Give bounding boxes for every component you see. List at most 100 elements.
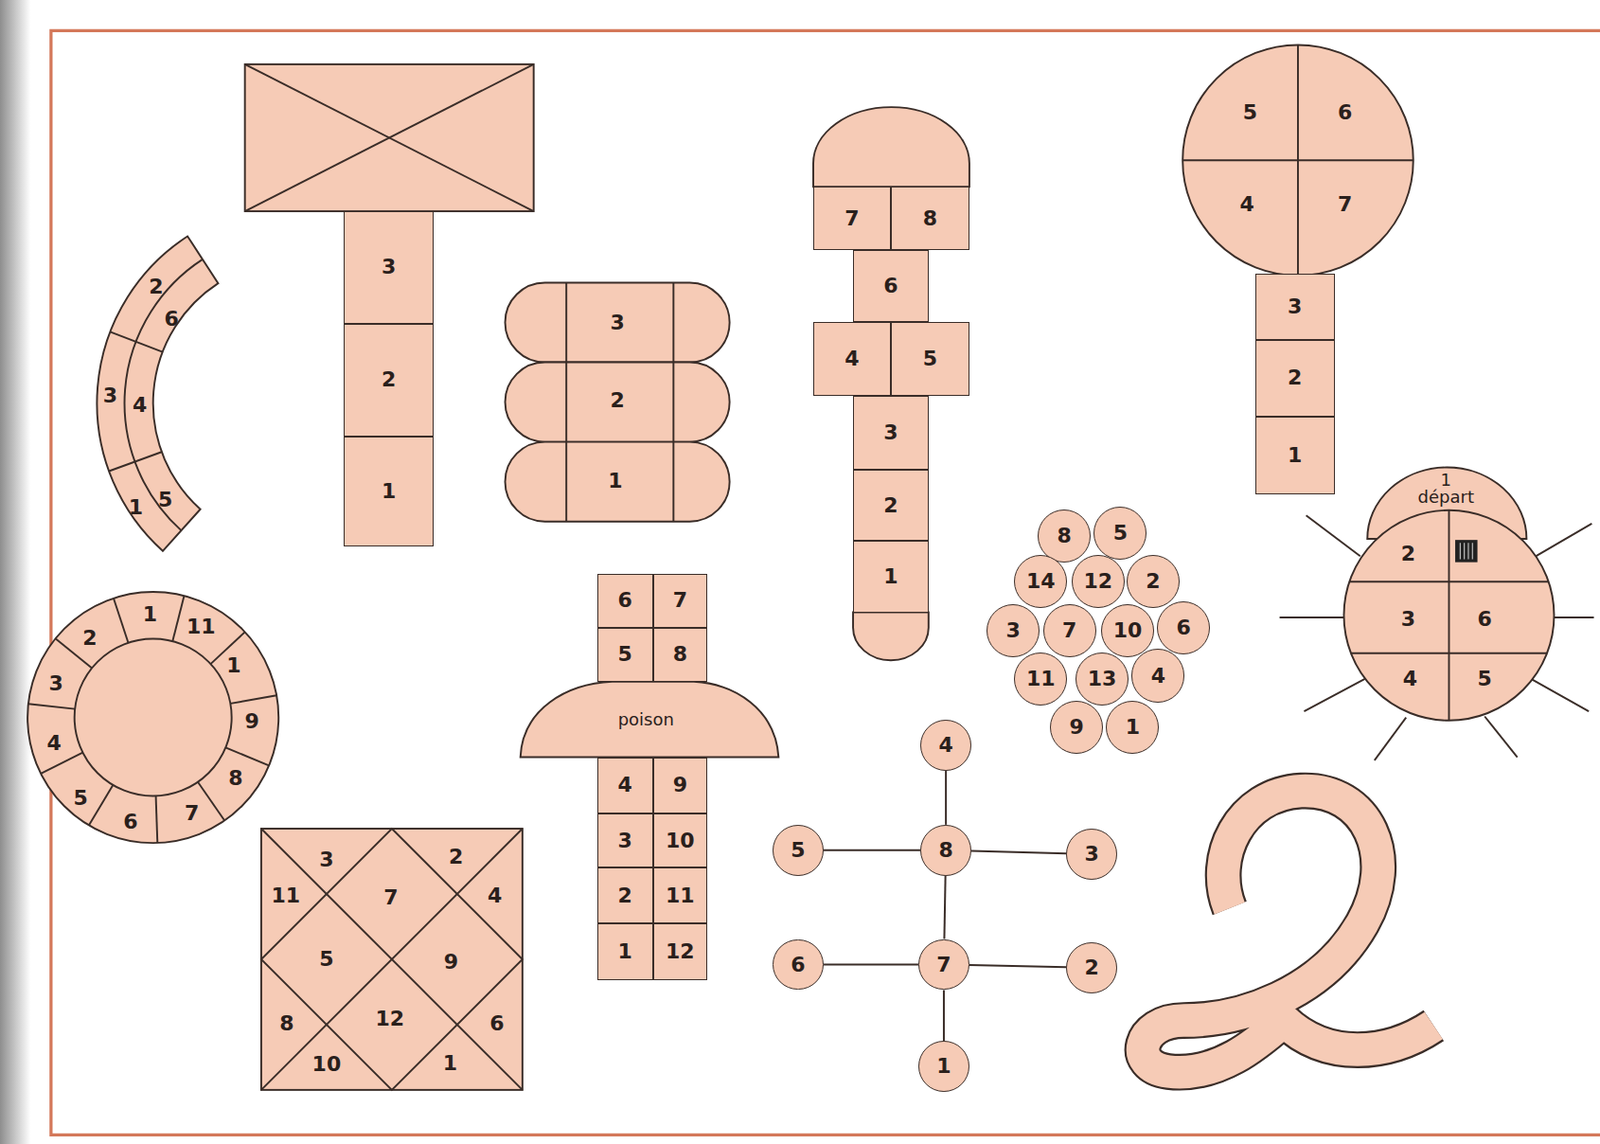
cell-number: 8 [279, 1013, 294, 1034]
cell-label: 2 [446, 845, 465, 869]
connector-line [944, 770, 947, 825]
cell-number: 10 [665, 830, 695, 852]
cell-number: 1 [936, 1055, 951, 1077]
cell-label: 2 [146, 275, 165, 299]
cell-number: 4 [938, 734, 953, 756]
cell-number: 4 [132, 394, 147, 416]
cell-label: 7 [381, 886, 400, 909]
connector-line [943, 875, 945, 940]
cell-label: 3 [607, 311, 626, 335]
cell-number: 6 [1477, 608, 1493, 630]
cell-number: 3 [103, 385, 118, 407]
cell-number: 5 [1243, 102, 1258, 124]
cell-label: 5 [1241, 101, 1260, 125]
hop-circle: 5 [1093, 506, 1147, 560]
hopscotch-cell: 2 [597, 867, 654, 924]
hopscotch-cell: 5 [890, 321, 970, 397]
hopscotch-cell: 3 [597, 813, 654, 868]
hopscotch-cell: 2 [853, 469, 929, 541]
connector-line [971, 851, 1067, 854]
cell-number: 3 [883, 422, 898, 444]
cell-label: 9 [243, 710, 262, 733]
cell-number: 7 [1062, 620, 1077, 641]
cell-label: 9 [442, 950, 461, 974]
cell-number: 1 [128, 497, 143, 518]
cell-number: 10 [1113, 620, 1143, 641]
cell-number: 8 [923, 208, 938, 230]
hopscotch-cell: 6 [853, 249, 929, 321]
cell-label: 8 [226, 766, 245, 790]
cell-label: 1départ [1416, 470, 1476, 507]
cell-number: 7 [1337, 194, 1352, 215]
hop-circle: 4 [920, 719, 972, 771]
cell-number: 6 [883, 275, 898, 297]
cell-number: 13 [1087, 668, 1118, 690]
cell-number: 2 [609, 390, 624, 411]
cell-number: 2 [148, 276, 163, 298]
hopscotch-cell: 2 [343, 323, 434, 438]
hop-circle: 8 [1037, 509, 1091, 563]
cell-number: 11 [270, 885, 301, 907]
hopscotch-cell: 1 [1255, 416, 1335, 495]
cell-number: 1 [443, 1052, 458, 1074]
hopscotch-cell: 9 [653, 757, 708, 814]
cell-number: 10 [312, 1053, 342, 1075]
hopscotch-cell: 12 [653, 923, 708, 979]
cell-number: 7 [844, 208, 859, 230]
cell-number: 6 [617, 589, 632, 611]
cell-label: 2 [607, 389, 626, 412]
cell-label: 4 [130, 393, 149, 417]
cell-number: 7 [383, 887, 398, 908]
cell-number: 3 [319, 849, 334, 871]
cell-number: 3 [1006, 620, 1021, 641]
cell-label: 6 [1335, 101, 1354, 125]
hop-circle: 9 [1049, 700, 1103, 754]
connector-line [969, 964, 1067, 967]
hop-circle: 14 [1013, 554, 1067, 608]
cell-number: 7 [673, 589, 688, 611]
hop-circle: 3 [1066, 828, 1118, 880]
hop-circle: 10 [1101, 604, 1155, 658]
cell-number: 2 [1287, 367, 1302, 389]
hopscotch-cell: 3 [1255, 273, 1335, 340]
cell-number: 3 [1084, 843, 1100, 865]
cell-number: 4 [844, 348, 859, 370]
hop-circle: 4 [1131, 648, 1185, 702]
cell-number: 7 [184, 802, 199, 824]
cell-number: 6 [1176, 617, 1192, 639]
cell-number: 9 [673, 774, 688, 796]
cell-number: 5 [1113, 522, 1128, 544]
page-frame [51, 30, 1600, 1135]
cell-number: 6 [163, 308, 178, 330]
cell-label: 8 [277, 1012, 296, 1035]
cell-number: 8 [938, 839, 953, 861]
hopscotch-cell: 10 [653, 813, 708, 868]
cell-label: 5 [71, 786, 89, 810]
cell-label: 6 [121, 810, 140, 834]
cell-number: 3 [617, 830, 632, 852]
cell-label: 1 [224, 654, 243, 677]
hop-circle: 5 [772, 824, 824, 876]
cell-label: 4 [44, 731, 63, 755]
cell-number: 8 [228, 767, 243, 789]
cell-number: 2 [1401, 543, 1416, 565]
cell-label: 4 [1401, 667, 1420, 691]
cell-label: 10 [310, 1052, 344, 1076]
cell-number: 1 [1125, 716, 1140, 738]
cell-label: 4 [485, 884, 504, 907]
cell-label: 2 [80, 626, 99, 650]
cell-number: 4 [46, 732, 61, 754]
cell-number: 12 [665, 941, 695, 962]
cell-number: 1 [381, 480, 396, 502]
hop-circle: 11 [1013, 652, 1067, 706]
cell-number: 1 [883, 566, 898, 587]
connector-line [942, 989, 945, 1041]
cell-label: 5 [317, 947, 336, 971]
cell-label: 1 [441, 1051, 460, 1075]
cell-label: 12 [373, 1007, 407, 1031]
cell-number: 3 [609, 312, 624, 334]
cell-number: 8 [1056, 525, 1071, 547]
cell-number: 6 [123, 811, 138, 833]
cell-label: 6 [487, 1012, 506, 1035]
cell-number: 6 [489, 1013, 504, 1034]
